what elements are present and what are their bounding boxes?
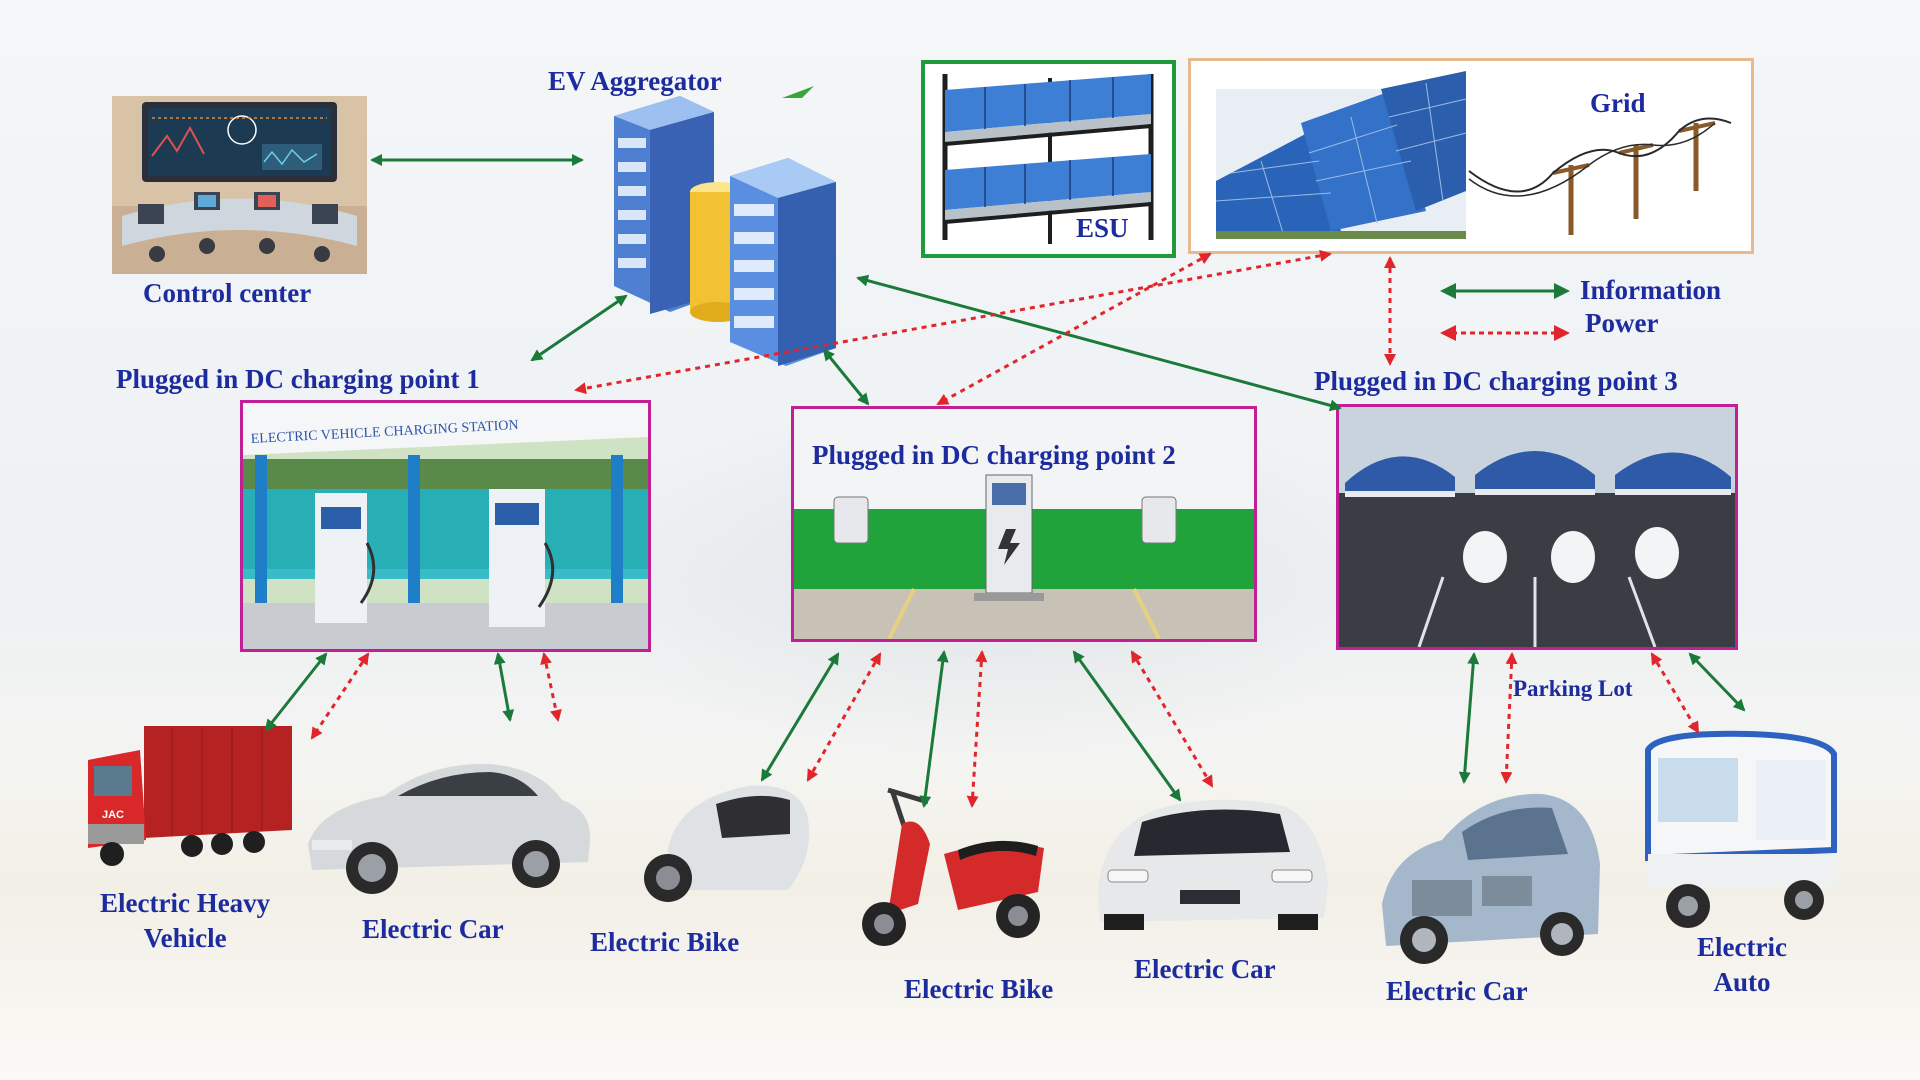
power-arrow-cp1-car1 bbox=[540, 652, 562, 722]
electric-car-2-image bbox=[1084, 792, 1338, 942]
info-arrow-cp2-bike2 bbox=[919, 650, 949, 808]
cp2-label: Plugged in DC charging point 2 bbox=[812, 440, 1176, 470]
electric-car-1-image bbox=[300, 752, 596, 900]
electric-auto-image bbox=[1628, 730, 1848, 938]
cp3-label: Plugged in DC charging point 3 bbox=[1314, 366, 1678, 396]
cp3-parking-image bbox=[1336, 404, 1738, 650]
power-arrow-cp2-bike2 bbox=[966, 650, 988, 808]
vehicle-bike-2-label: Electric Bike bbox=[904, 974, 1054, 1004]
control-center-label: Control center bbox=[143, 278, 312, 308]
legend-power-label: Power bbox=[1585, 308, 1659, 338]
ev-aggregator-label: EV Aggregator bbox=[548, 66, 722, 96]
info-arrow-cp3-auto bbox=[1688, 652, 1746, 712]
truck-brand-text: JAC bbox=[102, 809, 124, 821]
vehicle-bike-1-label: Electric Bike bbox=[590, 927, 740, 957]
parking-lot-label: Parking Lot bbox=[1513, 676, 1633, 701]
vehicle-auto-label: Electric Auto bbox=[1697, 932, 1787, 998]
vehicle-car-1-label: Electric Car bbox=[362, 914, 504, 944]
background-road bbox=[0, 760, 1920, 1080]
legend-information-arrow bbox=[1440, 283, 1570, 299]
vehicle-heavy-label: Electric Heavy Vehicle bbox=[100, 888, 271, 954]
info-arrow-cp1-heavy bbox=[264, 652, 328, 732]
power-arrow-cp3-auto bbox=[1650, 652, 1700, 734]
cp1-station-image: ELECTRIC VEHICLE CHARGING STATION bbox=[240, 400, 651, 652]
info-arrow-cp1-car1 bbox=[493, 652, 515, 722]
grid-label: Grid bbox=[1590, 88, 1646, 118]
power-arrow-cp1-heavy bbox=[310, 652, 370, 740]
info-arrow-aggregator-cp1 bbox=[530, 294, 628, 362]
electric-heavy-vehicle-image: JAC bbox=[82, 720, 294, 870]
control-center-image bbox=[112, 96, 367, 274]
info-arrow-cp2-bike1 bbox=[760, 652, 840, 782]
info-arrow-aggregator-cp3 bbox=[856, 274, 1342, 412]
cp1-label: Plugged in DC charging point 1 bbox=[116, 364, 480, 394]
info-arrow-cp2-car2 bbox=[1072, 650, 1182, 802]
power-arrow-grid-cp2 bbox=[936, 252, 1212, 406]
grid-box bbox=[1188, 58, 1754, 254]
legend-power-arrow bbox=[1440, 325, 1570, 341]
cp2-station-image bbox=[791, 406, 1257, 642]
info-arrow-cp3-car3 bbox=[1458, 652, 1480, 784]
legend-information-label: Information bbox=[1580, 275, 1721, 305]
vehicle-car-3-label: Electric Car bbox=[1386, 976, 1528, 1006]
power-arrow-cp2-car2 bbox=[1130, 650, 1214, 788]
power-arrow-cp3-car3 bbox=[1500, 652, 1518, 784]
electric-car-3-image bbox=[1372, 784, 1608, 970]
power-arrow-grid-cp1 bbox=[574, 249, 1332, 395]
green-flag-icon bbox=[782, 86, 814, 98]
esu-label: ESU bbox=[1076, 213, 1129, 243]
esu-box bbox=[921, 60, 1176, 258]
electric-bike-1-image bbox=[628, 778, 828, 906]
power-arrow-cp2-bike1 bbox=[806, 652, 882, 782]
vehicle-car-2-label: Electric Car bbox=[1134, 954, 1276, 984]
electric-bike-2-image bbox=[848, 784, 1060, 954]
info-arrow-aggregator-cp2 bbox=[822, 348, 870, 406]
